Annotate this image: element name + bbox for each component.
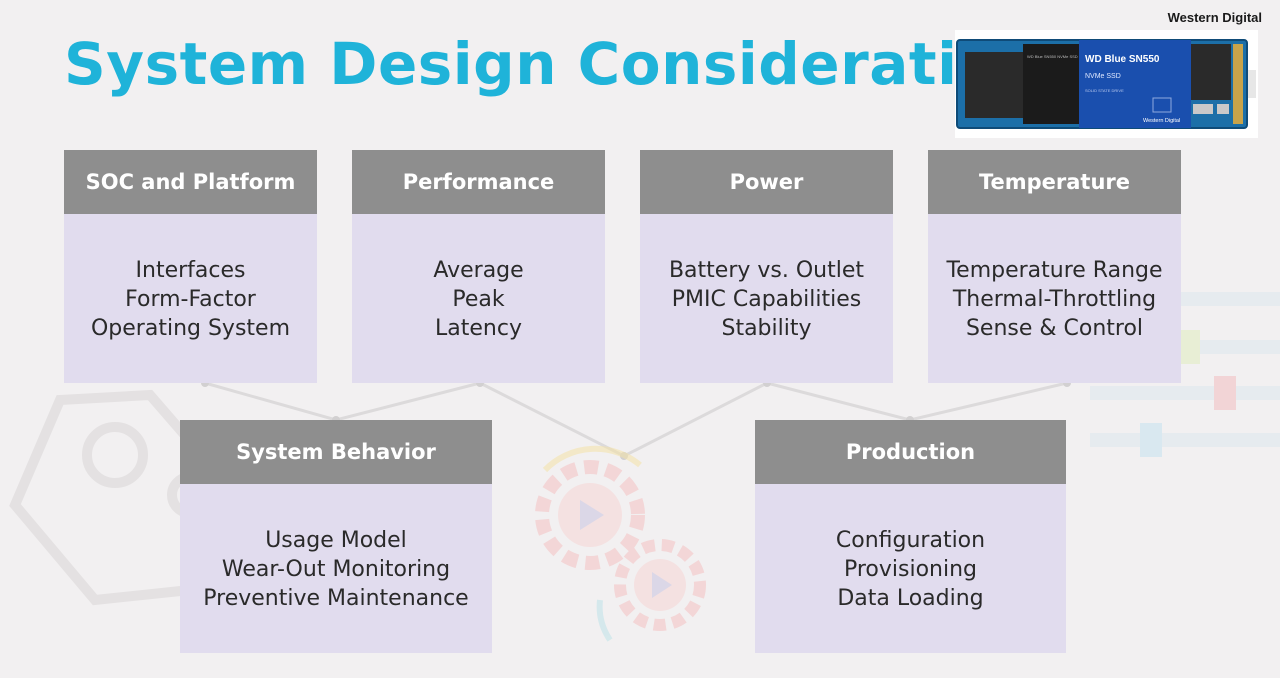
card-line: Peak <box>452 287 505 312</box>
card-line: Sense & Control <box>965 316 1144 341</box>
card-temperature: Temperature Temperature Range Thermal-Th… <box>928 150 1181 383</box>
ssd-brand-label: Western Digital <box>1143 118 1180 124</box>
card-line: Data Loading <box>837 586 984 611</box>
card-line: PMIC Capabilities <box>671 287 862 312</box>
card-line: Form-Factor <box>125 287 256 312</box>
card-line: Battery vs. Outlet <box>668 258 865 283</box>
page-title: System Design Considerations <box>64 30 1075 98</box>
ssd-type-label: NVMe SSD <box>1085 73 1121 80</box>
card-line: Temperature Range <box>946 258 1163 283</box>
card-line: Thermal-Throttling <box>952 287 1157 312</box>
card-performance: Performance Average Peak Latency <box>352 150 605 383</box>
card-line: Wear-Out Monitoring <box>221 557 451 582</box>
ssd-chip-label: WD Blue SN550 NVMe SSD <box>1027 54 1078 59</box>
gear-icon <box>535 445 706 642</box>
ssd-product-name: WD Blue SN550 <box>1085 54 1160 65</box>
card-line: Stability <box>721 316 812 341</box>
ssd-subtitle: SOLID STATE DRIVE <box>1085 88 1124 93</box>
card-body: Usage Model Wear-Out Monitoring Preventi… <box>180 484 492 613</box>
card-line: Operating System <box>90 316 291 341</box>
card-line: Preventive Maintenance <box>203 586 469 611</box>
card-heading: Power <box>640 150 893 214</box>
card-line: Interfaces <box>135 258 246 283</box>
card-power: Power Battery vs. Outlet PMIC Capabiliti… <box>640 150 893 383</box>
card-line: Average <box>433 258 524 283</box>
card-production: Production Configuration Provisioning Da… <box>755 420 1066 653</box>
card-heading: SOC and Platform <box>64 150 317 214</box>
card-body: Average Peak Latency <box>352 214 605 343</box>
card-line: Usage Model <box>265 528 407 553</box>
card-soc-platform: SOC and Platform Interfaces Form-Factor … <box>64 150 317 383</box>
card-heading: Performance <box>352 150 605 214</box>
card-line: Provisioning <box>843 557 978 582</box>
card-body: Temperature Range Thermal-Throttling Sen… <box>928 214 1181 343</box>
card-heading: System Behavior <box>180 420 492 484</box>
card-heading: Temperature <box>928 150 1181 214</box>
card-body: Interfaces Form-Factor Operating System <box>64 214 317 343</box>
card-heading: Production <box>755 420 1066 484</box>
card-body: Configuration Provisioning Data Loading <box>755 484 1066 613</box>
card-system-behavior: System Behavior Usage Model Wear-Out Mon… <box>180 420 492 653</box>
card-line: Latency <box>435 316 522 341</box>
card-line: Configuration <box>835 528 986 553</box>
brand-logo: Western Digital <box>1167 10 1262 25</box>
ssd-product-image: WD Blue SN550 NVMe SSD SOLID STATE DRIVE… <box>955 30 1258 138</box>
card-body: Battery vs. Outlet PMIC Capabilities Sta… <box>640 214 893 343</box>
